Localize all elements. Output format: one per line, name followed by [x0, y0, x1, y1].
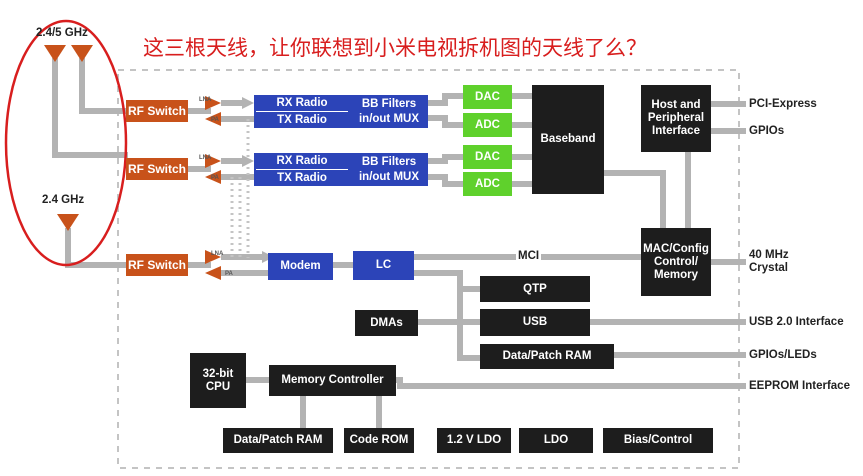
- host-interface-block: Host and Peripheral Interface: [641, 85, 711, 152]
- bb-filters-1: BB Filters: [350, 97, 428, 111]
- lna-label-3: LNA: [211, 251, 224, 257]
- gpios-leds-label: GPIOs/LEDs: [749, 349, 817, 361]
- mac-block: MAC/Config Control/ Memory: [641, 228, 711, 296]
- eeprom-interface-label: EEPROM Interface: [749, 380, 850, 392]
- tx-radio-2: TX Radio: [254, 170, 350, 186]
- crystal-label: 40 MHz Crystal: [749, 249, 789, 274]
- bb-mac: [604, 170, 666, 228]
- bias-control-block: Bias/Control: [603, 428, 713, 453]
- bb-filters-2: BB Filters: [350, 155, 428, 169]
- antenna-icon-1: [44, 45, 66, 62]
- code-rom-block: Code ROM: [344, 428, 414, 453]
- rf-switch-3: RF Switch: [126, 254, 188, 276]
- rf-switch-1: RF Switch: [126, 100, 188, 122]
- memory-controller-block: Memory Controller: [269, 365, 396, 396]
- gpios-label: GPIOs: [749, 125, 785, 137]
- mux-2: in/out MUX: [350, 170, 428, 184]
- antenna-feed-1: [52, 58, 128, 158]
- mux1-dac: [428, 93, 463, 106]
- rx-radio-1: RX Radio: [254, 95, 350, 111]
- usb-block: USB: [480, 309, 590, 336]
- antenna-highlight-circle: [4, 19, 128, 267]
- pa-1-icon: [205, 112, 221, 126]
- adc-1: ADC: [463, 113, 512, 137]
- modem-block: Modem: [268, 253, 333, 280]
- mci-label: MCI: [516, 250, 542, 263]
- lna-label-1: LNA: [199, 97, 212, 103]
- lc-block: LC: [353, 251, 414, 280]
- antenna-icon-3: [57, 214, 79, 231]
- pa-2-icon: [205, 170, 221, 184]
- band-label-dual: 2.4/5 GHz: [36, 27, 88, 39]
- ldo-12v-block: 1.2 V LDO: [437, 428, 511, 453]
- usb2-interface-label: USB 2.0 Interface: [749, 316, 844, 328]
- pci-express-label: PCI-Express: [749, 98, 817, 110]
- mux2-dac: [428, 154, 463, 164]
- baseband-block: Baseband: [532, 85, 604, 194]
- lna-3-icon: [205, 250, 221, 264]
- tx-radio-1: TX Radio: [254, 112, 350, 128]
- pa-label-3: PA: [225, 271, 233, 277]
- lna-label-2: LNA: [199, 155, 212, 161]
- pa-label-1: PA: [211, 117, 219, 123]
- lc-bus: [414, 270, 480, 361]
- mux1-adc: [428, 115, 463, 128]
- mux-1: in/out MUX: [350, 112, 428, 126]
- data-patch-ram-block-1: Data/Patch RAM: [480, 344, 614, 369]
- antenna-icon-2: [71, 45, 93, 62]
- rf-switch-2: RF Switch: [126, 158, 188, 180]
- arrow-lna2: [242, 155, 254, 167]
- pa-label-2: PA: [211, 175, 219, 181]
- cpu-block: 32-bit CPU: [190, 353, 246, 408]
- pa-3-icon: [205, 266, 221, 280]
- dac-1: DAC: [463, 85, 512, 109]
- adc-2: ADC: [463, 172, 512, 196]
- radio-group-1: RX Radio TX Radio BB Filters in/out MUX: [254, 95, 428, 128]
- lna-1-icon: [205, 96, 221, 110]
- annotation-text: 这三根天线，让你联想到小米电视拆机图的天线了么？: [143, 36, 647, 60]
- rx-radio-2: RX Radio: [254, 153, 350, 169]
- data-patch-ram-block-2: Data/Patch RAM: [223, 428, 333, 453]
- mux2-adc: [428, 174, 463, 187]
- arrow-lna1: [242, 97, 254, 109]
- band-label-single: 2.4 GHz: [42, 194, 85, 206]
- qtp-block: QTP: [480, 276, 590, 302]
- lna-2-icon: [205, 154, 221, 168]
- dac-2: DAC: [463, 145, 512, 169]
- memctl-eeprom: [396, 377, 746, 389]
- dmas-block: DMAs: [355, 310, 418, 336]
- ldo-block: LDO: [519, 428, 593, 453]
- radio-group-2: RX Radio TX Radio BB Filters in/out MUX: [254, 153, 428, 186]
- chip-boundary: [117, 69, 740, 469]
- antenna-feed-2: [79, 58, 128, 114]
